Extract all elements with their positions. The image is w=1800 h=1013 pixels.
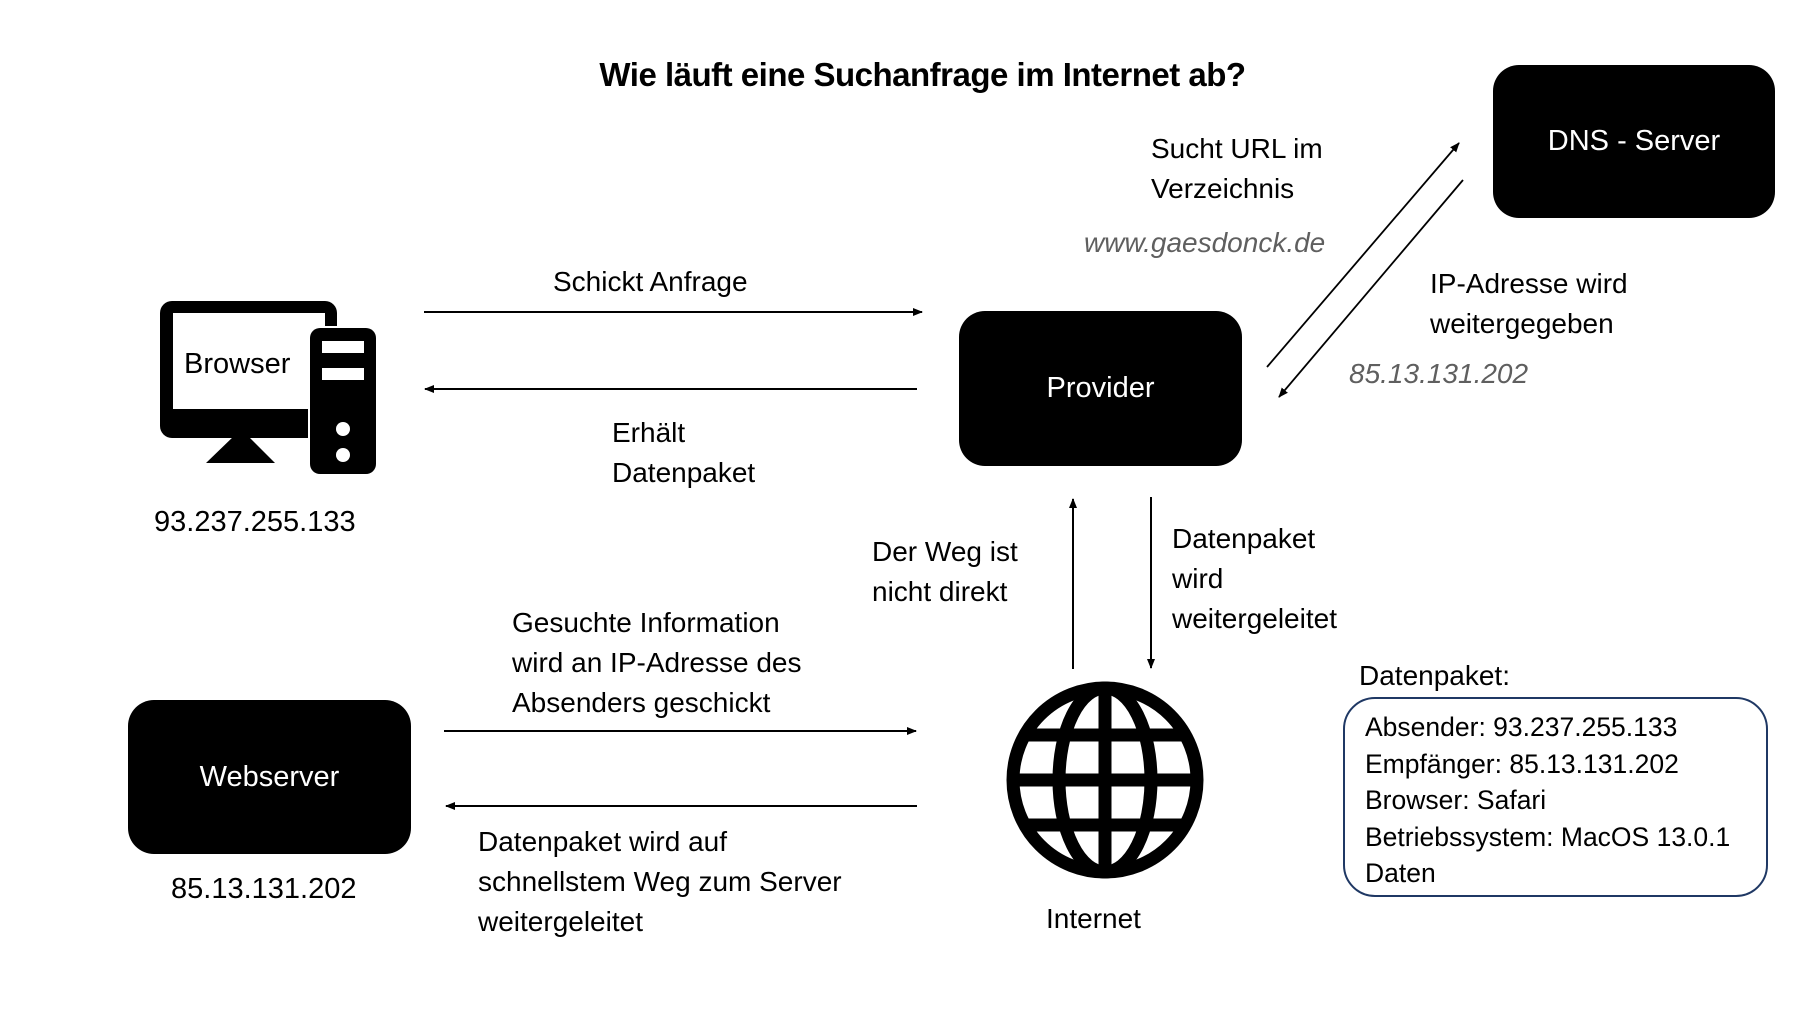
label-line: Absenders geschickt [512,687,771,718]
label-line: schnellstem Weg zum Server [478,866,842,897]
label-line: Sucht URL im [1151,133,1323,164]
label-line: Datenpaket [612,457,756,488]
arrow-provider-to-dns [1266,142,1460,368]
label-ip-adresse-weitergegeben: IP-Adresse wird weitergegeben [1430,264,1628,344]
internet-label: Internet [1046,903,1141,934]
label-dns-ip: 85.13.131.202 [1349,358,1529,389]
label-line: weitergegeben [1430,308,1614,339]
computer-icon [160,301,378,476]
label-line: Datenpaket [1172,523,1316,554]
diagram-title: Wie läuft eine Suchanfrage im Internet a… [599,56,1246,93]
label-erhaelt-datenpaket: Erhält Datenpaket [612,413,755,493]
label-weg-nicht-direkt: Der Weg ist nicht direkt [872,532,1018,612]
label-line: Der Weg ist [872,536,1018,567]
label-line: Erhält [612,417,686,448]
packet-heading: Datenpaket: [1359,660,1510,691]
label-url: www.gaesdonck.de [1084,227,1326,258]
label-line: weitergeleitet [478,906,643,937]
globe-icon [1006,681,1204,879]
webserver-label: Webserver [199,760,340,793]
label-line: wird [1172,563,1224,594]
browser-ip: 93.237.255.133 [154,506,356,538]
label-line: wird an IP-Adresse des [512,647,802,678]
packet-line-data: Daten [1365,858,1436,888]
label-line: nicht direkt [872,576,1008,607]
label-sucht-url: Sucht URL im Verzeichnis [1151,129,1323,209]
webserver-ip: 85.13.131.202 [171,873,357,905]
packet-box: Absender: 93.237.255.133 Empfänger: 85.1… [1343,697,1768,897]
label-line: weitergeleitet [1172,603,1337,634]
packet-line-os: Betriebssystem: MacOS 13.0.1 [1365,821,1731,852]
packet-line-browser: Browser: Safari [1365,785,1547,815]
webserver-node: Webserver [128,700,411,854]
dns-server-label: DNS - Server [1547,125,1721,157]
provider-node: Provider [959,311,1242,466]
dns-server-node: DNS - Server [1493,65,1775,218]
provider-label: Provider [1046,372,1155,404]
label-line: IP-Adresse wird [1430,268,1628,299]
label-line: Verzeichnis [1151,173,1295,204]
label-schickt-anfrage: Schickt Anfrage [553,266,748,297]
label-datenpaket-weitergeleitet: Datenpaket wird weitergeleitet [1172,519,1337,639]
arrow-dns-to-provider [1278,179,1464,398]
label-gesuchte-information: Gesuchte Information wird an IP-Adresse … [512,603,801,723]
label-schnellster-weg: Datenpaket wird auf schnellstem Weg zum … [478,822,842,942]
packet-line-sender: Absender: 93.237.255.133 [1365,712,1678,742]
label-line: Gesuchte Information [512,607,780,638]
browser-label: Browser [184,348,291,380]
label-line: Datenpaket wird auf [478,826,728,857]
packet-line-recipient: Empfänger: 85.13.131.202 [1365,748,1679,779]
